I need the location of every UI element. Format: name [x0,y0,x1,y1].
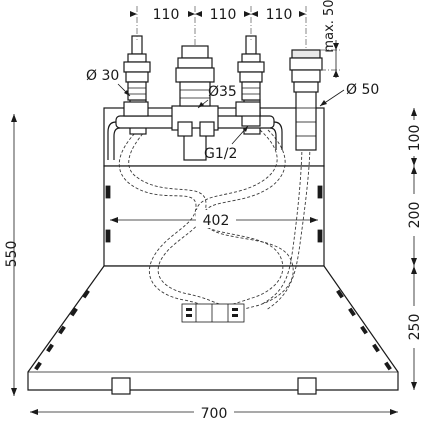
dim-section-middle: 200 [407,202,423,229]
dim-spacing-3: 110 [266,7,293,23]
connector-block [181,303,245,323]
label-diameter-50: Ø 50 [346,82,379,98]
dim-spacing-1: 110 [153,7,180,23]
nut-right [199,121,215,137]
nut-left-riser [123,101,149,117]
pipe-manifold [107,89,317,161]
nut-right-riser [235,101,261,117]
dim-diameters: Ø 30 Ø35 Ø 50 G1/2 [86,68,379,162]
slot-right-2 [317,229,323,243]
dim-spacing-2: 110 [210,7,237,23]
dim-max-50: max. 50 [322,0,339,78]
dim-inner-width-label: 402 [203,213,230,229]
left-bend [107,121,117,160]
foot-left [111,377,131,395]
nut-left [177,121,193,137]
hose-connector [181,303,245,323]
housing-body [27,107,399,395]
dim-total-height-label: 550 [4,241,20,268]
centre-lines [136,6,340,71]
dim-section-top: 100 [407,125,423,152]
label-diameter-30: Ø 30 [86,68,119,84]
label-thread-g12: G1/2 [204,146,237,162]
lower-trapezoid [27,265,399,391]
valve-left [123,35,151,101]
dim-inner-width: 402 [110,210,318,229]
dim-max-height: max. 50 [322,0,337,53]
dim-top-spacings: 110 110 110 [130,7,306,23]
dim-total-width: 700 [30,402,398,422]
slot-right-1 [317,185,323,199]
spout-fitting [289,49,323,93]
dim-total-height: 550 [4,114,20,396]
label-diameter-35: Ø35 [208,84,237,100]
dim-total-width-label: 700 [201,406,228,422]
teeth-right [336,289,392,371]
valve-centre [175,45,215,107]
slot-left-1 [105,185,111,199]
slot-left-2 [105,229,111,243]
outlet-column [295,89,317,151]
valve-right [237,35,265,101]
foot-right [297,377,317,395]
right-bend [273,121,283,150]
dim-section-bottom: 250 [407,314,423,341]
dim-right-sections: 100 200 250 [404,108,424,390]
teeth-left [34,289,90,371]
